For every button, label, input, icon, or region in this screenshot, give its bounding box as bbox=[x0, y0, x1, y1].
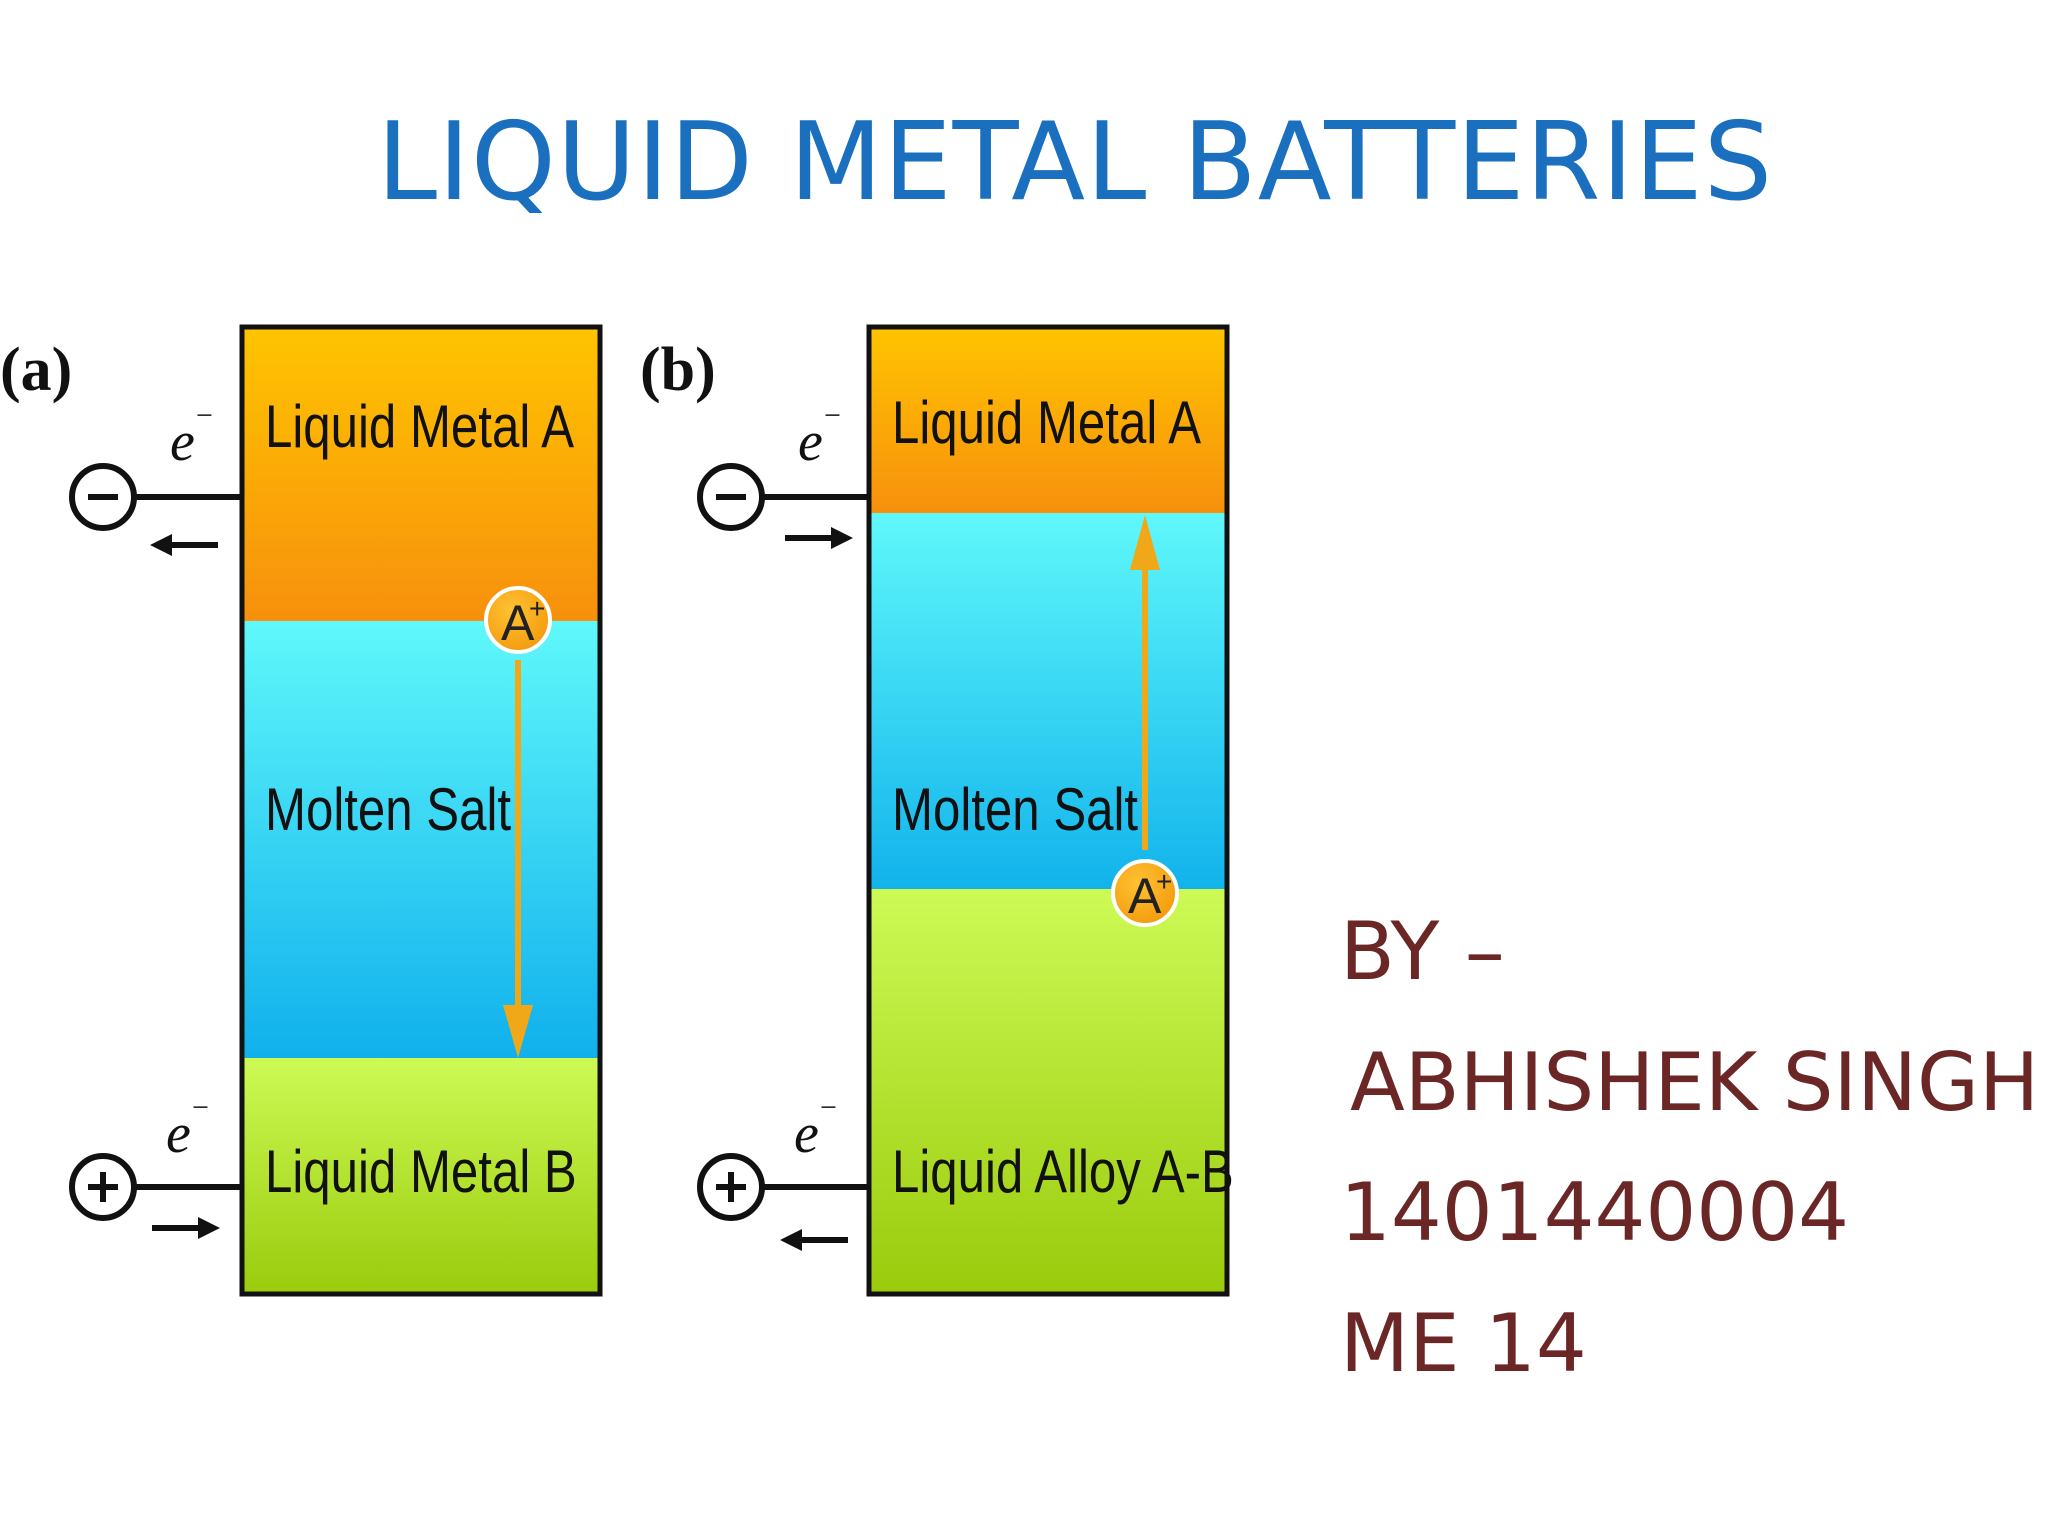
panel-a: (a) Liquid Metal A Molten Salt Liquid Me… bbox=[0, 324, 603, 1297]
panel-a-ion: A + bbox=[484, 586, 552, 654]
panel-a-electron-bottom-charge: − bbox=[192, 1091, 209, 1124]
panel-a-negative-terminal bbox=[69, 463, 242, 531]
author-roll-number: 1401440004 bbox=[1340, 1166, 1849, 1259]
panel-a-electron-arrow-top bbox=[150, 534, 218, 556]
slide-title: LIQUID METAL BATTERIES bbox=[376, 100, 1774, 225]
panel-a-frame bbox=[239, 324, 603, 1297]
panel-b-electron-top-charge: − bbox=[824, 399, 841, 432]
panel-b-layer-label-top: Liquid Metal A bbox=[892, 388, 1201, 456]
panel-a-layer-label-bottom: Liquid Metal B bbox=[265, 1137, 577, 1205]
panel-a-positive-terminal bbox=[69, 1153, 242, 1221]
panel-a-ion-arrow bbox=[503, 660, 533, 1058]
panel-b-electron-top: e bbox=[798, 411, 823, 473]
panel-b-frame bbox=[866, 324, 1230, 1297]
panel-b-label: (b) bbox=[640, 336, 716, 404]
panel-a-layer-label-top: Liquid Metal A bbox=[265, 392, 574, 460]
panel-a-layer-molten-salt bbox=[242, 621, 600, 1058]
panel-a-electron-top: e bbox=[170, 411, 195, 473]
panel-b-electron-bottom: e bbox=[794, 1103, 819, 1165]
panel-b-ion-symbol: A bbox=[1128, 868, 1162, 924]
panel-b-ion-arrow bbox=[1130, 515, 1160, 850]
panel-b-ion: A + bbox=[1111, 859, 1179, 927]
author-name: ABHISHEK SINGH bbox=[1350, 1036, 2040, 1129]
panel-b-electron-arrow-bottom bbox=[780, 1229, 848, 1251]
panel-a-ion-charge: + bbox=[529, 593, 545, 624]
panel-b-layer-label-mid: Molten Salt bbox=[892, 775, 1138, 843]
panel-b-electron-arrow-top bbox=[785, 527, 853, 549]
battery-diagram: (a) Liquid Metal A Molten Salt Liquid Me… bbox=[0, 324, 1234, 1297]
author-class: ME 14 bbox=[1340, 1297, 1587, 1390]
panel-a-electron-top-charge: − bbox=[196, 399, 213, 432]
panel-b-negative-terminal bbox=[697, 463, 869, 531]
panel-b-ion-charge: + bbox=[1156, 866, 1172, 897]
panel-a-layer-label-mid: Molten Salt bbox=[265, 775, 511, 843]
panel-a-electron-arrow-bottom bbox=[152, 1217, 220, 1239]
panel-b-layer-molten-salt bbox=[869, 513, 1227, 889]
author-by-line: BY – bbox=[1340, 905, 1505, 998]
panel-a-ion-symbol: A bbox=[501, 595, 535, 651]
panel-a-electron-bottom: e bbox=[166, 1103, 191, 1165]
panel-b-electron-bottom-charge: − bbox=[820, 1091, 837, 1124]
panel-b: (b) Liquid Metal A Molten Salt Liquid Al… bbox=[640, 324, 1234, 1297]
panel-b-positive-terminal bbox=[697, 1153, 869, 1221]
panel-a-layer-metal-b bbox=[242, 1058, 600, 1294]
panel-a-label: (a) bbox=[0, 336, 72, 404]
panel-a-layer-metal-a bbox=[242, 327, 600, 621]
panel-b-layer-alloy-ab bbox=[869, 889, 1227, 1294]
panel-b-layer-label-bottom: Liquid Alloy A-B bbox=[892, 1137, 1234, 1205]
panel-b-layer-metal-a bbox=[869, 327, 1227, 513]
